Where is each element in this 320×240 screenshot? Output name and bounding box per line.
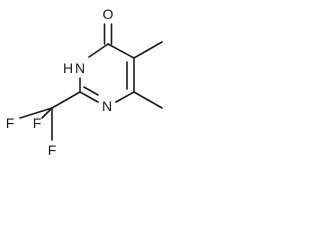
atom-label-oxygen: O [103,6,114,22]
bond-n1-c2-single [79,91,99,103]
atom-label-nh-hydrogen: H [63,60,73,76]
atom-label-nh-nitrogen: N [75,60,85,76]
bond-n1-c2-double [83,86,99,96]
bond-cf3-f-top [41,107,53,119]
bond-c2-cf3 [51,91,81,109]
molecule-drawing: O H N N F F F [6,6,163,158]
bond-n3-c4-single [88,43,109,58]
bond-c4-c5-single [107,43,135,59]
atom-label-fluorine-bottom: F [48,142,57,158]
bond-cf3-f-left [19,107,53,119]
bond-c6-n1-single [115,91,135,103]
atom-label-fluorine-left: F [6,115,15,131]
bond-c6-methyl [133,91,163,109]
atom-label-ring-nitrogen: N [102,98,112,114]
structure-diagram: O H N N F F F [0,0,184,177]
bond-c5-methyl [133,41,163,59]
atom-label-fluorine-top: F [33,115,42,131]
